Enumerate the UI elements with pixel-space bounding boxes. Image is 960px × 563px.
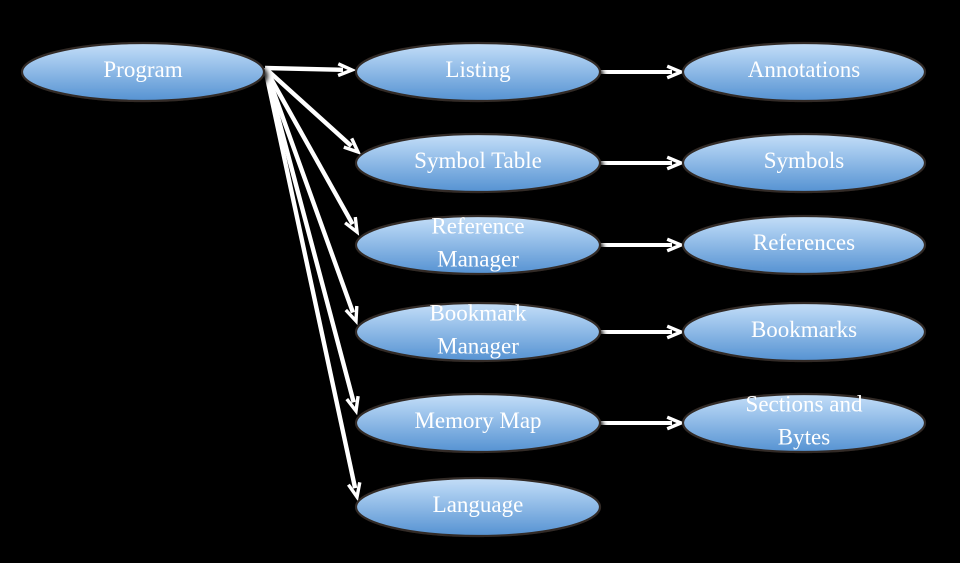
node-language[interactable]: Language: [354, 476, 602, 538]
node-ellipse: [354, 392, 602, 454]
arrowhead-icon: [343, 137, 362, 155]
edge-reference-manager-references: [600, 237, 686, 253]
arrowhead-icon: [344, 305, 359, 326]
node-label-line: Bookmarks: [751, 317, 857, 342]
node-memory-map[interactable]: Memory Map: [354, 392, 602, 454]
node-label-line: Annotations: [748, 57, 860, 82]
node-bookmarks[interactable]: Bookmarks: [681, 301, 927, 363]
node-ellipse: [354, 301, 602, 363]
node-ellipse: [354, 41, 602, 103]
node-label-line: Listing: [445, 57, 511, 82]
node-program[interactable]: Program: [20, 41, 266, 103]
node-label-line: Manager: [437, 334, 519, 359]
node-references[interactable]: References: [681, 214, 927, 276]
node-label: Bookmarks: [751, 317, 857, 342]
edge-listing-annotations: [600, 64, 686, 80]
edge-bookmark-manager-bookmarks: [600, 324, 686, 340]
node-label: References: [753, 230, 855, 255]
node-ellipse: [681, 392, 927, 454]
node-label-line: References: [753, 230, 855, 255]
arrowhead-icon: [666, 64, 686, 80]
edge-program-memory-map: [262, 67, 360, 416]
edge-line: [262, 67, 356, 403]
node-label: Annotations: [748, 57, 860, 82]
node-label-line: Manager: [437, 247, 519, 272]
node-label-line: Symbol Table: [414, 148, 542, 173]
arrowhead-icon: [337, 62, 357, 78]
edge-program-reference-manager: [263, 66, 360, 236]
edge-line: [263, 66, 353, 148]
node-ellipse: [681, 41, 927, 103]
arrowhead-icon: [666, 415, 686, 431]
edge-line: [263, 66, 355, 226]
node-label: Listing: [445, 57, 511, 82]
node-ellipse: [20, 41, 266, 103]
edge-program-symbol-table: [263, 66, 362, 155]
node-ellipse: [354, 132, 602, 194]
arrowhead-icon: [666, 237, 686, 253]
node-label: Symbols: [764, 148, 845, 173]
node-label-line: Reference: [431, 214, 524, 239]
node-label-line: Symbols: [764, 148, 845, 173]
node-label: Language: [433, 492, 524, 517]
node-annotations[interactable]: Annotations: [681, 41, 927, 103]
node-label-line: Memory Map: [414, 408, 541, 433]
edge-line: [262, 67, 356, 314]
arrowhead-icon: [666, 324, 686, 340]
edge-program-language: [262, 67, 362, 502]
node-label-line: Language: [433, 492, 524, 517]
edges-group: [262, 62, 686, 502]
node-listing[interactable]: Listing: [354, 41, 602, 103]
arrowhead-icon: [345, 395, 360, 416]
node-label: Memory Map: [414, 408, 541, 433]
node-label-line: Program: [103, 57, 182, 82]
node-label-line: Sections and: [746, 392, 863, 417]
edge-line: [264, 65, 344, 72]
arrowhead-icon: [666, 155, 686, 171]
edge-line: [262, 67, 358, 489]
edge-memory-map-sections-bytes: [600, 415, 686, 431]
node-symbols[interactable]: Symbols: [681, 132, 927, 194]
node-ellipse: [681, 132, 927, 194]
node-ellipse: [681, 301, 927, 363]
edge-program-listing: [264, 62, 357, 78]
node-ellipse: [354, 214, 602, 276]
node-label-line: Bookmark: [429, 301, 527, 326]
edge-program-bookmark-manager: [262, 67, 359, 326]
node-ellipse: [681, 214, 927, 276]
edge-symbol-table-symbols: [600, 155, 686, 171]
node-symbol-table[interactable]: Symbol Table: [354, 132, 602, 194]
node-label: Symbol Table: [414, 148, 542, 173]
node-label-line: Bytes: [778, 425, 830, 450]
arrowhead-icon: [347, 481, 362, 502]
arrowhead-icon: [344, 216, 360, 236]
node-ellipse: [354, 476, 602, 538]
node-label: Program: [103, 57, 182, 82]
